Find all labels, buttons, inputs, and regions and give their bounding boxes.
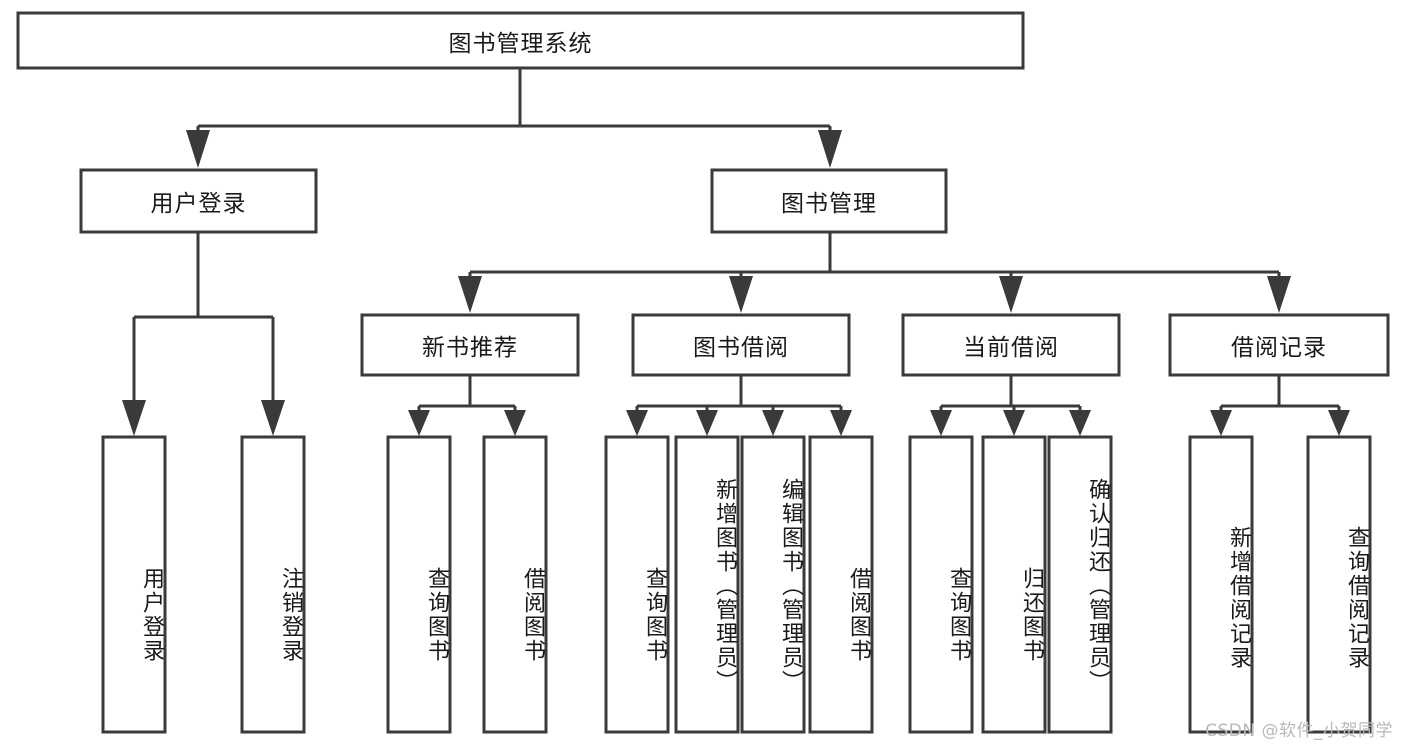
node-root-book-management-system[interactable] [16,11,1025,70]
node-new-book-recommendation[interactable] [360,313,580,377]
arrow-icon [458,276,482,313]
arrow-icon [930,410,952,436]
arrow-icon [762,410,784,436]
node-leaf-query-books-current[interactable] [908,435,974,734]
node-leaf-borrow-books-new[interactable] [482,435,548,734]
arrow-icon [1069,410,1091,436]
node-leaf-query-borrow-record[interactable] [1306,435,1372,734]
arrow-icon [186,130,210,168]
node-borrowing-records[interactable] [1168,313,1390,377]
node-current-borrowing[interactable] [901,313,1121,377]
csdn-watermark: CSDN @软件_小贺同学 [1205,721,1393,741]
arrow-icon [504,410,526,436]
arrow-icon [818,130,842,168]
node-leaf-borrow-books[interactable] [808,435,874,734]
node-leaf-query-books-new[interactable] [386,435,452,734]
arrow-icon [1267,276,1291,313]
node-leaf-return-books[interactable] [981,435,1047,734]
arrow-icon [1210,410,1232,436]
node-leaf-logout[interactable] [240,435,306,734]
node-book-borrowing[interactable] [631,313,851,377]
node-box-group [16,11,1390,734]
arrow-icon [729,276,753,313]
arrow-icon [1003,410,1025,436]
arrow-icon [261,400,285,436]
arrow-icon [999,276,1023,313]
arrowhead-group [122,130,1350,436]
arrow-icon [408,410,430,436]
node-leaf-add-borrow-record[interactable] [1188,435,1254,734]
node-user-login[interactable] [79,168,318,234]
node-leaf-confirm-return-admin[interactable] [1047,435,1113,734]
arrow-icon [1328,410,1350,436]
node-leaf-user-login[interactable] [101,435,167,734]
node-leaf-query-books-borrow[interactable] [604,435,670,734]
node-book-management[interactable] [710,168,948,234]
node-leaf-add-book-admin[interactable] [674,435,740,734]
arrow-icon [626,410,648,436]
arrow-icon [830,410,852,436]
node-leaf-edit-book-admin[interactable] [740,435,806,734]
arrow-icon [122,400,146,436]
arrow-icon [696,410,718,436]
